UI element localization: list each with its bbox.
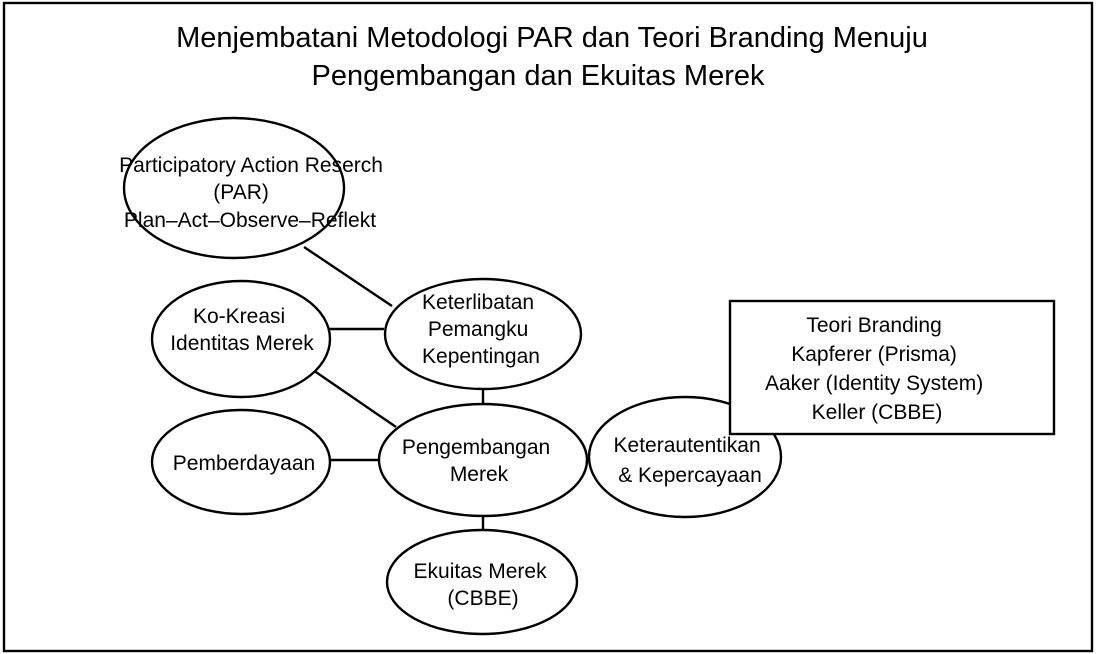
- node-par: [122, 116, 346, 260]
- node-ko-kreasi-line-1: Ko-Kreasi: [193, 305, 285, 328]
- node-ekuitas-label: Ekuitas Merek (CBBE): [414, 560, 553, 610]
- node-par-line-3: Plan–Act–Observe–Reflekt: [124, 209, 376, 232]
- node-teori-branding-label: Teori Branding Kapferer (Prisma) Aaker (…: [765, 314, 989, 424]
- node-pemberdayaan: [150, 408, 332, 516]
- node-keterautentikan-line-2: & Kepercayaan: [618, 464, 762, 487]
- node-par-line-2: (PAR): [213, 181, 269, 204]
- node-ekuitas-line-2: (CBBE): [447, 587, 518, 610]
- diagram-title: Menjembatani Metodologi PAR dan Teori Br…: [176, 22, 936, 92]
- edge-par-keterlibatan: [303, 246, 393, 307]
- node-ko-kreasi-line-2: Identitas Merek: [170, 332, 314, 355]
- node-teori-branding-line-2: Kapferer (Prisma): [791, 343, 957, 366]
- node-ko-kreasi: [150, 279, 332, 399]
- node-pemberdayaan-label: Pemberdayaan: [173, 452, 315, 475]
- node-keterlibatan-line-3: Kepentingan: [422, 345, 540, 368]
- node-keterlibatan-line-1: Keterlibatan: [422, 291, 534, 314]
- node-teori-branding-line-3: Aaker (Identity System): [765, 372, 983, 395]
- node-keterlibatan-label: Keterlibatan Pemangku Kepentingan: [422, 291, 540, 368]
- node-par-label: Participatory Action Reserch (PAR) Plan–…: [119, 154, 389, 232]
- node-teori-branding-line-1: Teori Branding: [806, 314, 941, 337]
- node-pengembangan-line-2: Merek: [450, 463, 509, 486]
- node-ekuitas-line-1: Ekuitas Merek: [414, 560, 548, 583]
- node-par-line-1: Participatory Action Reserch: [119, 154, 383, 177]
- node-pemberdayaan-line-1: Pemberdayaan: [173, 452, 315, 475]
- node-keterautentikan-label: Keterautentikan & Kepercayaan: [614, 434, 767, 487]
- node-keterlibatan-line-2: Pemangku: [428, 318, 528, 341]
- node-teori-branding: [728, 299, 1056, 436]
- node-ko-kreasi-label: Ko-Kreasi Identitas Merek: [170, 305, 314, 355]
- node-ekuitas: [385, 528, 579, 636]
- node-pengembangan-label: Pengembangan Merek: [402, 436, 556, 486]
- node-pengembangan-line-1: Pengembangan: [402, 436, 550, 459]
- node-keterautentikan-line-1: Keterautentikan: [614, 434, 761, 457]
- edge-kokreasi-pengembangan: [309, 367, 397, 428]
- node-teori-branding-line-4: Keller (CBBE): [812, 401, 943, 424]
- node-pengembangan: [377, 402, 589, 518]
- title-line-2: Pengembangan dan Ekuitas Merek: [311, 60, 765, 92]
- node-keterlibatan: [383, 277, 583, 391]
- title-line-1: Menjembatani Metodologi PAR dan Teori Br…: [176, 22, 928, 54]
